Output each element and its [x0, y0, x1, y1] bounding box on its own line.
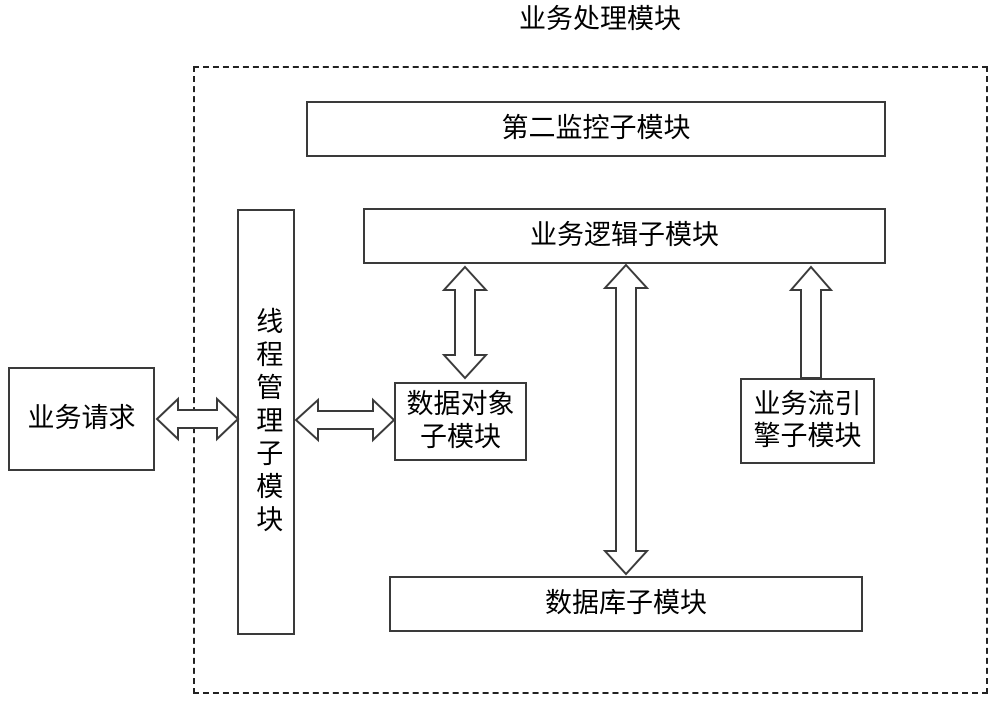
- database-submodule-label: 数据库子模块: [545, 587, 707, 619]
- logic-submodule-label: 业务逻辑子模块: [530, 219, 719, 251]
- flow-engine-submodule-box: 业务流引 擎子模块: [740, 378, 875, 464]
- request-thread-arrow: [155, 396, 240, 442]
- monitor-submodule-box: 第二监控子模块: [306, 101, 886, 157]
- flow-engine-label-line2: 擎子模块: [753, 421, 862, 452]
- flow-engine-label-line1: 业务流引: [753, 388, 862, 420]
- thread-submodule-label: 线程管理子模块: [251, 306, 283, 538]
- data-object-submodule-box: 数据对象 子模块: [394, 382, 527, 461]
- data-object-label-line1: 数据对象: [406, 389, 515, 421]
- thread-submodule-box: 线程管理子模块: [237, 209, 295, 635]
- business-processing-container: [193, 66, 988, 694]
- logic-database-arrow: [602, 263, 650, 576]
- business-request-label: 业务请求: [27, 402, 136, 434]
- data-object-label-line2: 子模块: [420, 421, 501, 453]
- thread-dataobject-arrow: [294, 397, 396, 443]
- container-title: 业务处理模块: [519, 4, 681, 35]
- business-request-box: 业务请求: [8, 367, 155, 471]
- database-submodule-box: 数据库子模块: [389, 576, 863, 632]
- monitor-submodule-label: 第二监控子模块: [501, 112, 691, 144]
- flowengine-logic-arrow: [788, 265, 834, 379]
- logic-dataobject-arrow: [441, 265, 489, 380]
- logic-submodule-box: 业务逻辑子模块: [363, 208, 886, 264]
